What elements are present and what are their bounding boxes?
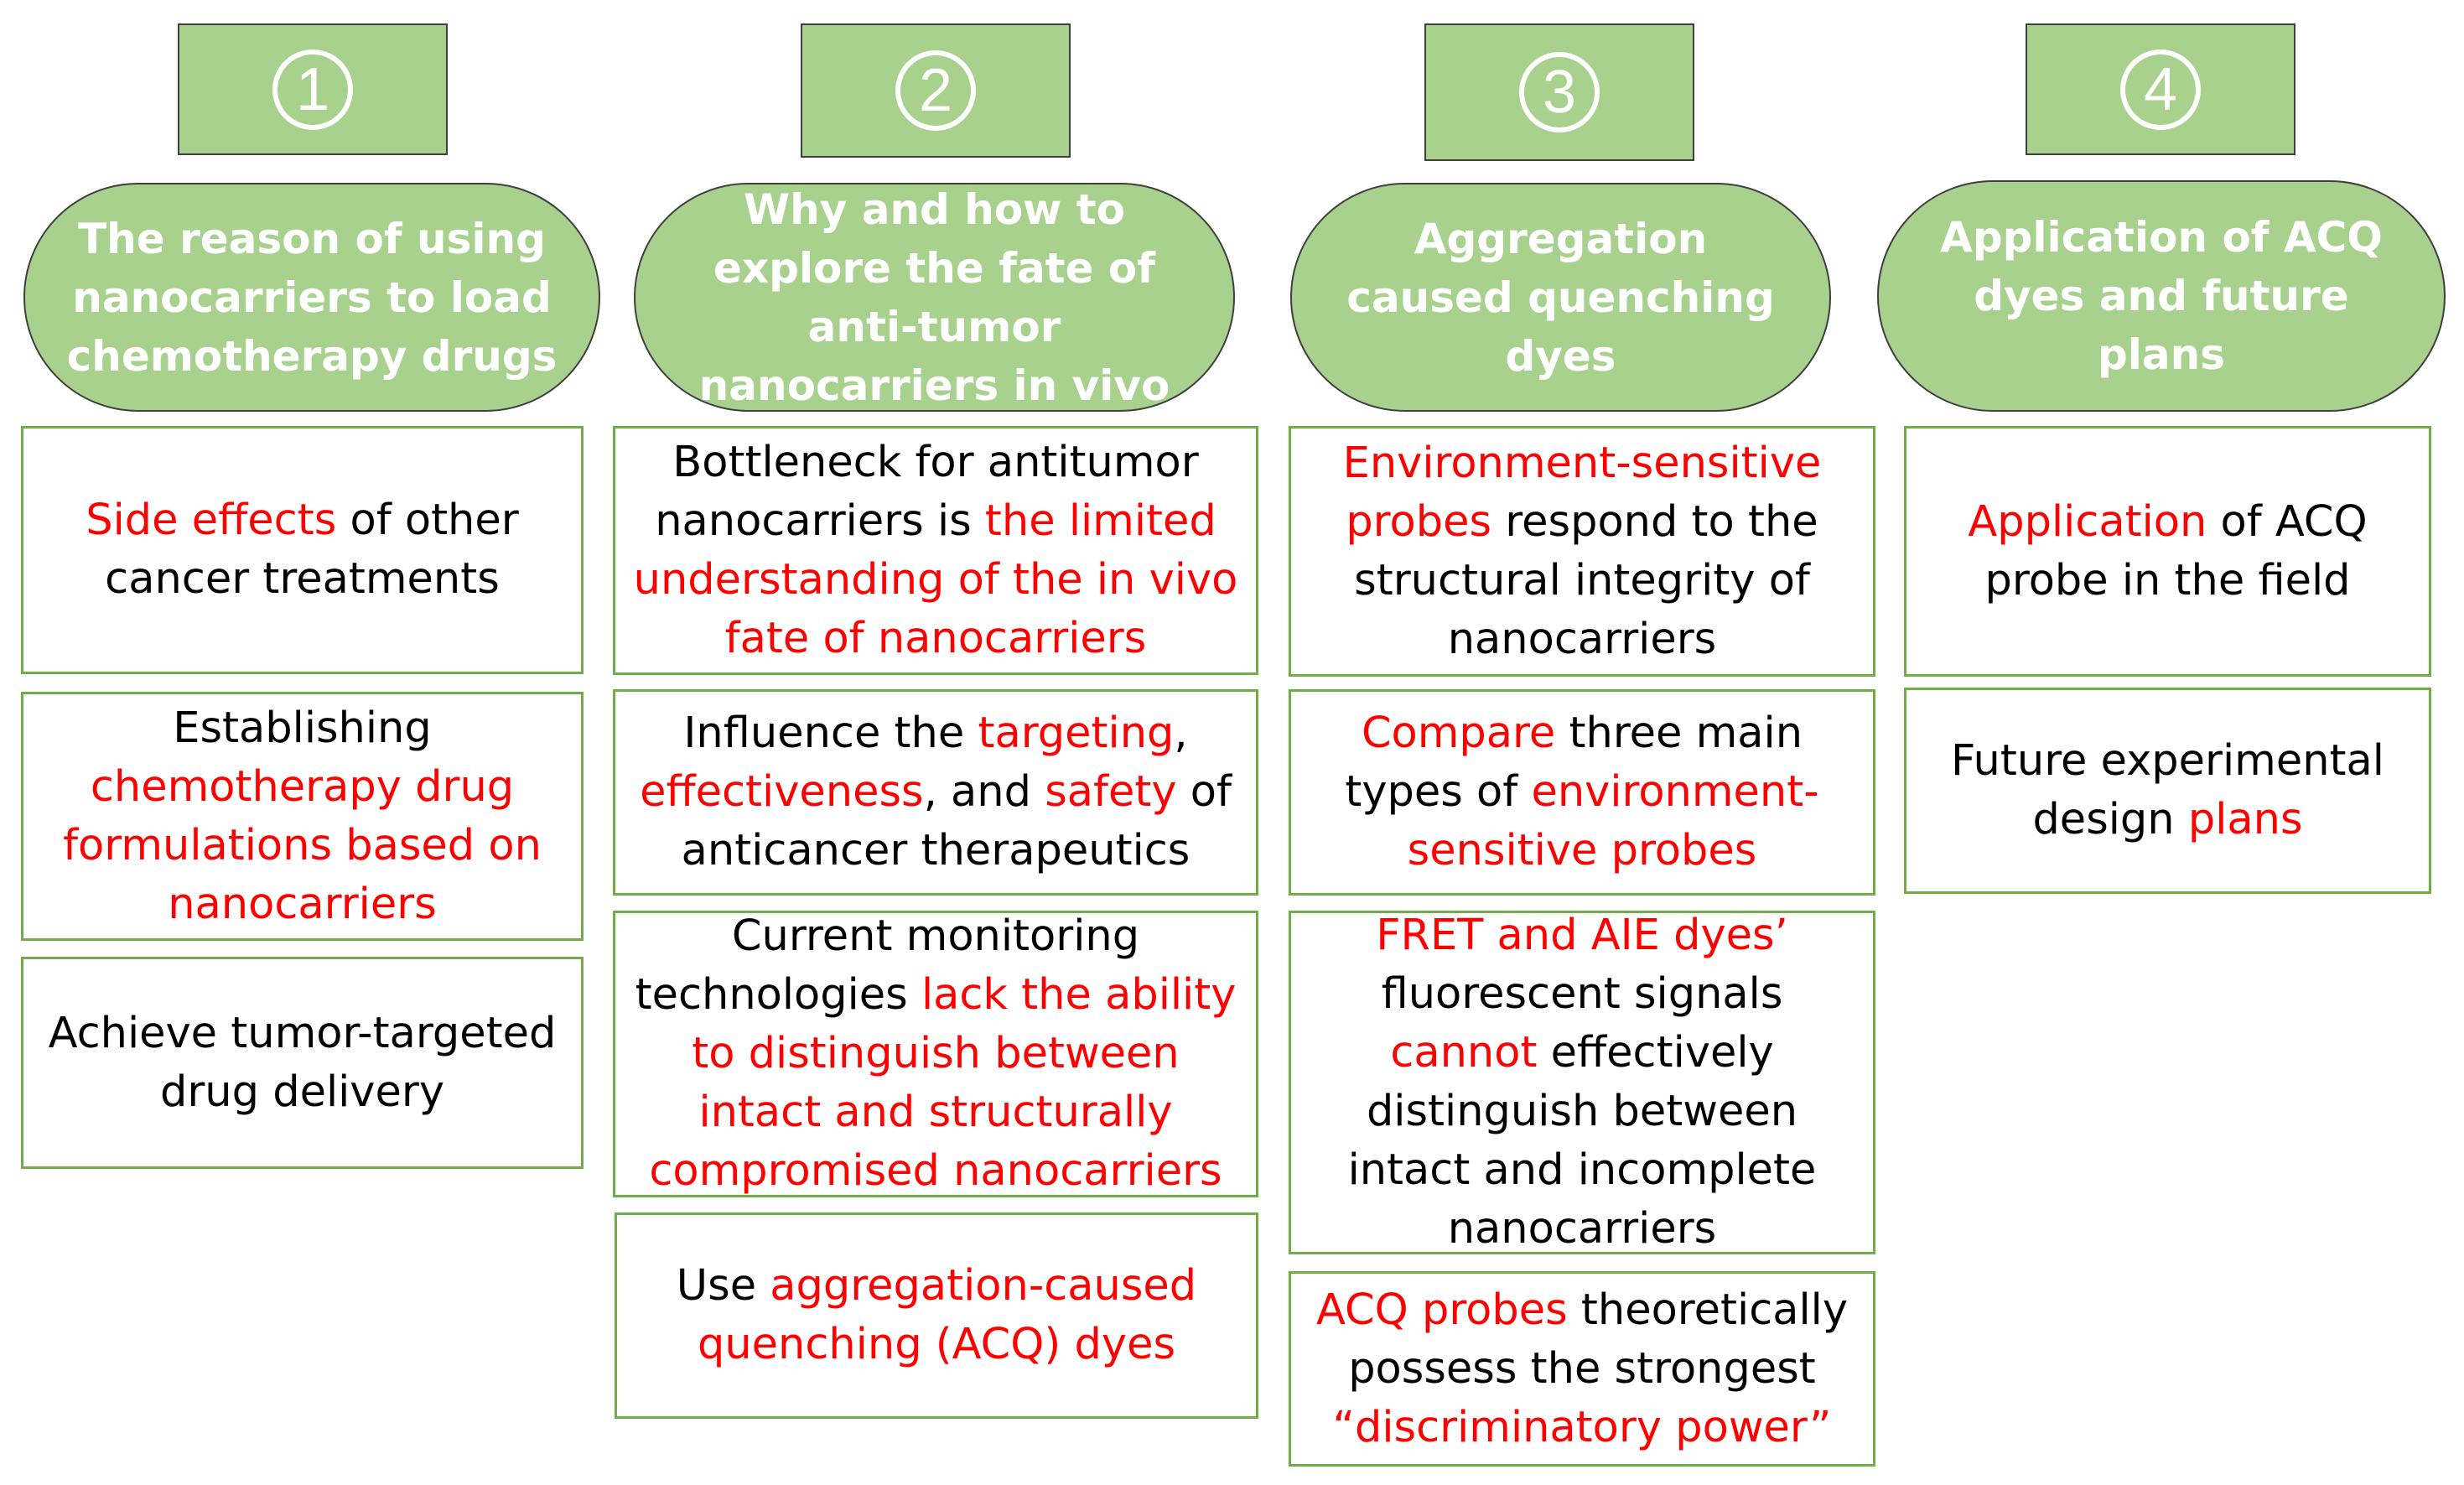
step-2-header-line-4: nanocarriers in vivo	[698, 361, 1170, 410]
step-4-header: Application of ACQ dyes and future plans	[1877, 180, 2446, 412]
step-2-card-2-text: Influence the targeting, effectiveness, …	[630, 704, 1241, 880]
step-4-header-line-2: dyes and future	[1974, 272, 2349, 320]
step-4-header-line-3: plans	[2097, 330, 2225, 379]
step-3-card-4-text: ACQ probes theoretically possess the str…	[1306, 1281, 1858, 1457]
step-3-header-line-3: dyes	[1505, 331, 1616, 381]
step-3-card-2-text: Compare three main types of environment-…	[1306, 704, 1858, 880]
step-2-card-2: Influence the targeting, effectiveness, …	[613, 689, 1258, 896]
card-text-segment: Establishing	[173, 703, 432, 753]
step-1-card-3: Achieve tumor-targeted drug delivery	[21, 957, 584, 1169]
step-2-card-3-text: Current monitoring technologies lack the…	[630, 907, 1241, 1201]
card-text-segment: chemotherapy drug formulations based on …	[63, 761, 542, 929]
step-1-header-line-3: chemotherapy drugs	[66, 331, 558, 381]
step-2-number: 2	[895, 50, 976, 131]
step-2-number-box: 2	[801, 23, 1071, 158]
step-3-header-line-1: Aggregation	[1414, 214, 1708, 263]
step-3-card-3-text: FRET and AIE dyes’ fluorescent signals c…	[1306, 906, 1858, 1259]
step-3-card-1: Environment-sensitive probes respond to …	[1289, 426, 1875, 677]
step-1-card-2: Establishing chemotherapy drug formulati…	[21, 692, 584, 941]
step-2-header-line-3: anti-tumor	[807, 302, 1061, 351]
card-text-segment: cannot	[1390, 1028, 1538, 1077]
card-text-segment: Environment-sensitive probes	[1342, 438, 1822, 547]
card-text-segment: of anticancer therapeutics	[681, 767, 1232, 875]
step-1-card-1: Side effects of other cancer treatments	[21, 426, 584, 674]
step-4-card-1: Application of ACQ probe in the field	[1904, 426, 2431, 677]
step-1-header-line-2: nanocarriers to load	[72, 273, 552, 322]
card-text-segment: aggregation-caused quenching (ACQ) dyes	[697, 1261, 1197, 1369]
card-text-segment: “discriminatory power”	[1332, 1402, 1832, 1452]
step-3-card-1-text: Environment-sensitive probes respond to …	[1306, 434, 1858, 669]
step-4-card-2-text: Future experimental design plans	[1922, 732, 2414, 849]
step-4-card-2: Future experimental design plans	[1904, 688, 2431, 894]
card-text-segment: environment-sensitive probes	[1407, 767, 1819, 875]
step-3-card-4: ACQ probes theoretically possess the str…	[1289, 1271, 1875, 1467]
card-text-segment: Future experimental design	[1951, 736, 2384, 844]
card-text-segment: Side effects	[86, 496, 337, 545]
card-text-segment: lack the ability to distinguish between …	[649, 970, 1237, 1196]
card-text-segment: three main types of	[1345, 709, 1803, 817]
step-1-number: 1	[272, 49, 353, 130]
card-text-segment: plans	[2187, 795, 2303, 844]
card-text-segment: of other cancer treatments	[105, 496, 519, 604]
card-text-segment: Current monitoring technologies	[635, 911, 1140, 1020]
card-text-segment: the limited understanding of the in vivo…	[633, 496, 1238, 663]
card-text-segment: Achieve tumor-targeted drug delivery	[48, 1008, 557, 1117]
card-text-segment: Application	[1968, 496, 2207, 547]
step-2-card-1-text: Bottleneck for antitumor nanocarriers is…	[630, 434, 1241, 668]
card-text-segment: FRET and AIE dyes’	[1376, 911, 1788, 960]
card-text-segment: Use	[676, 1261, 770, 1311]
card-text-segment: Bottleneck for antitumor nanocarriers is	[655, 437, 1199, 546]
card-text-segment: respond to the structural integrity of n…	[1354, 496, 1818, 664]
step-1-number-box: 1	[178, 23, 448, 155]
step-2-header: Why and how to explore the fate of anti-…	[634, 183, 1235, 412]
step-1-card-1-text: Side effects of other cancer treatments	[39, 491, 566, 609]
step-1-card-3-text: Achieve tumor-targeted drug delivery	[39, 1005, 566, 1122]
card-text-segment: of ACQ probe in the field	[1984, 496, 2368, 605]
step-3-header-line-2: caused quenching	[1346, 273, 1775, 322]
step-3-card-3: FRET and AIE dyes’ fluorescent signals c…	[1289, 911, 1875, 1254]
step-2-card-3: Current monitoring technologies lack the…	[613, 911, 1258, 1197]
card-text-segment: effectively distinguish between intact a…	[1347, 1028, 1817, 1254]
step-2-card-4: Use aggregation-caused quenching (ACQ) d…	[615, 1212, 1258, 1419]
card-text-segment: targeting	[978, 709, 1175, 758]
step-3-header: Aggregation caused quenching dyes	[1290, 183, 1831, 412]
card-text-segment: Influence the	[683, 709, 978, 758]
step-2-header-line-2: explore the fate of	[713, 243, 1156, 293]
step-3-number-box: 3	[1424, 23, 1694, 161]
card-text-segment: safety	[1045, 767, 1177, 817]
card-text-segment: ,	[1174, 709, 1188, 758]
step-1-card-2-text: Establishing chemotherapy drug formulati…	[39, 699, 566, 934]
card-text-segment: ACQ probes	[1315, 1285, 1568, 1335]
step-2-header-line-1: Why and how to	[743, 184, 1126, 234]
step-4-card-1-text: Application of ACQ probe in the field	[1922, 493, 2414, 610]
step-1-header: The reason of using nanocarriers to load…	[23, 183, 600, 412]
step-1-header-line-1: The reason of using	[78, 214, 546, 263]
card-text-segment: Compare	[1361, 709, 1556, 758]
step-4-number-box: 4	[2026, 23, 2295, 155]
step-2-card-1: Bottleneck for antitumor nanocarriers is…	[613, 426, 1258, 675]
step-3-number: 3	[1519, 52, 1600, 132]
step-4-header-line-1: Application of ACQ	[1940, 213, 2383, 262]
step-3-card-2: Compare three main types of environment-…	[1289, 689, 1875, 896]
card-text-segment: effectiveness	[640, 767, 924, 817]
card-text-segment: theoretically possess the strongest	[1348, 1285, 1849, 1394]
step-2-card-4-text: Use aggregation-caused quenching (ACQ) d…	[632, 1257, 1241, 1374]
card-text-segment: , and	[923, 767, 1045, 817]
step-4-number: 4	[2120, 49, 2201, 130]
card-text-segment: fluorescent signals	[1381, 969, 1783, 1019]
